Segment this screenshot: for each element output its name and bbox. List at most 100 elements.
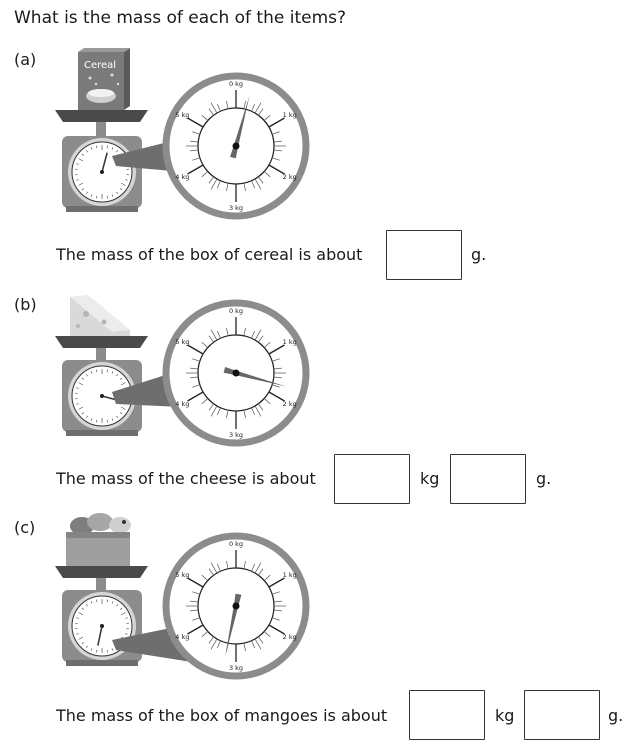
dial-tick [263,171,271,178]
dial-tick [216,640,221,649]
part-b-scene: 0 kg1 kg2 kg3 kg4 kg5 kg [55,295,310,447]
dial-tick [192,617,200,621]
mini-tick [106,369,108,373]
mini-tick [81,153,85,156]
cereal-box-icon: Cereal [78,48,130,110]
dial-tick [251,180,256,189]
part-c-sentence: The mass of the box of mangoes is about [56,706,388,725]
mini-tick [81,412,85,415]
dial-tick [251,407,256,416]
dial-tick [272,384,280,388]
mini-tick [76,163,79,165]
dial-tick [251,103,256,112]
dial-hub [232,142,240,150]
dial-label: 2 kg [283,400,297,408]
dial-tick [243,643,246,652]
mini-tick [116,603,119,607]
dial-tick [273,140,282,143]
mini-tick [116,415,119,419]
mini-tick [111,147,114,150]
dial-tick [210,638,218,650]
dial-tick [273,600,282,603]
dial-tick [216,330,221,339]
mini-tick [111,418,114,421]
question-title: What is the mass of each of the items? [14,8,347,28]
dial-tick [243,560,246,569]
dial-tick [201,574,209,581]
part-a-answer-box[interactable] [386,230,462,280]
dial-tick [258,108,264,116]
dial-label: 3 kg [229,204,243,212]
mini-tick [78,612,84,616]
mini-tick [78,406,84,410]
mini-tick [90,601,93,604]
dial-tick [254,405,262,417]
dial-tick [273,376,282,379]
mini-tick [78,158,84,162]
dial-hub [232,602,240,610]
mini-tick [81,642,85,645]
dial-tick [243,183,246,192]
mini-tick [119,607,123,610]
mini-tick [90,147,93,150]
dial-label: 4 kg [175,400,189,408]
mini-tick [120,612,126,616]
zoom-dial: 0 kg1 kg2 kg3 kg4 kg5 kg [162,532,310,680]
dial-tick [258,636,264,644]
dial-tick [268,164,285,175]
dial-tick [216,407,221,416]
mini-tick [76,403,79,405]
part-a-scene: Cereal 0 kg1 kg2 kg3 kg4 kg5 kg [55,48,310,220]
dial-tick [210,178,218,190]
dial-tick [201,114,209,121]
dial-tick [263,341,271,348]
mini-tick [106,145,108,149]
dial-label: 5 kg [175,571,189,579]
dial-label: 1 kg [283,338,297,346]
dial-tick [216,180,221,189]
part-c-answer-box-kg[interactable] [409,690,485,740]
mini-tick [96,195,98,199]
dial-tick [187,344,204,355]
zoom-dial: 0 kg1 kg2 kg3 kg4 kg5 kg [162,299,310,447]
mini-tick [120,182,126,186]
part-b-answer-box-kg[interactable] [334,454,410,504]
dial-tick [190,609,199,612]
dial-label: 0 kg [229,540,243,548]
mini-tick [85,415,88,419]
mini-tick [116,191,119,195]
part-b-sentence: The mass of the cheese is about [56,469,316,488]
dial-tick [268,117,285,128]
dial-tick [243,100,246,109]
mini-tick [96,649,98,653]
dial-label: 1 kg [283,111,297,119]
kitchen-scale [55,336,148,436]
dial-tick [192,131,200,135]
mini-tick [96,419,98,423]
dial-label: 4 kg [175,173,189,181]
dial-tick [251,563,256,572]
dial-label: 2 kg [283,173,297,181]
dial-tick [263,631,271,638]
dial-tick [187,117,204,128]
mini-tick [90,371,93,374]
dial-tick [273,609,282,612]
mini-tick [78,382,84,386]
dial-tick [251,330,256,339]
mini-tick [85,373,88,377]
mini-tick [120,406,126,410]
dial-tick [268,624,285,635]
dial-tick [190,367,199,370]
dial-tick [208,403,214,411]
dial-tick [254,102,262,114]
dial-tick [208,108,214,116]
dial-tick [201,341,209,348]
dial-tick [272,358,280,362]
part-a-label: (a) [14,50,37,69]
dial-tick [210,562,218,574]
part-c-answer-box-g[interactable] [524,690,600,740]
dial-tick [192,384,200,388]
part-b-answer-box-g[interactable] [450,454,526,504]
cheese-icon [70,295,130,336]
mini-tick [120,382,126,386]
